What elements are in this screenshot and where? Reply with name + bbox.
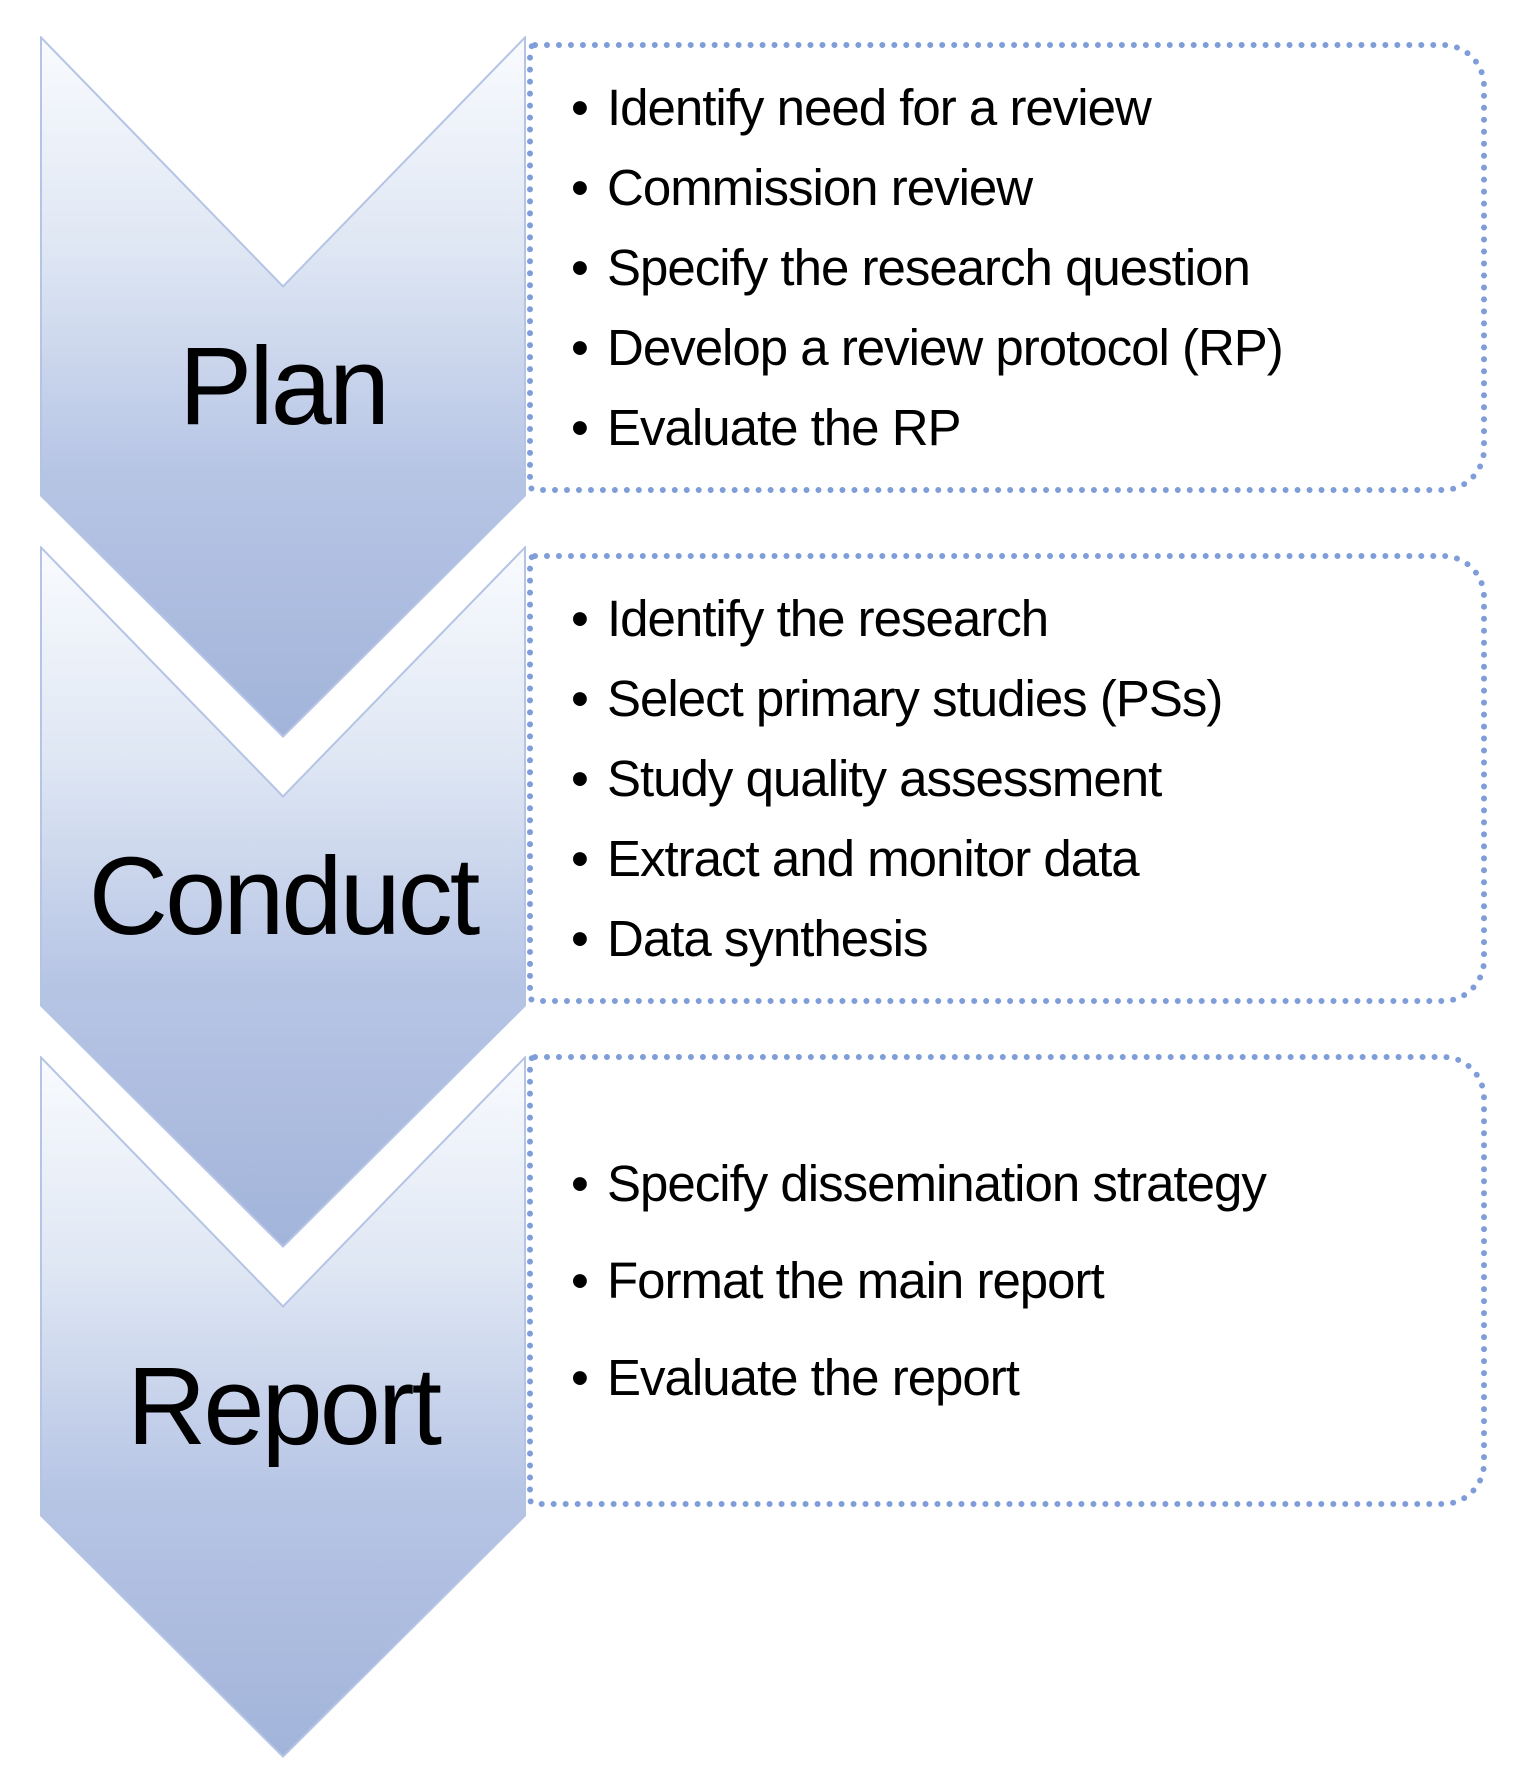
bullet-icon: • bbox=[571, 829, 589, 887]
list-item: • Specify dissemination strategy bbox=[571, 1135, 1481, 1232]
phase-label-report: Report bbox=[126, 1345, 442, 1468]
phase-label-conduct: Conduct bbox=[88, 835, 481, 958]
list-item: • Identify the research bbox=[571, 579, 1481, 659]
chevron-down-shape bbox=[40, 546, 526, 1248]
bullet-icon: • bbox=[571, 1252, 589, 1309]
bullet-text: Data synthesis bbox=[607, 909, 928, 967]
chevron-report: Report bbox=[40, 1056, 526, 1758]
bullet-text: Develop a review protocol (RP) bbox=[607, 318, 1284, 376]
list-item: • Data synthesis bbox=[571, 899, 1481, 979]
bullet-text: Identify need for a review bbox=[607, 78, 1152, 136]
chevron-down-shape bbox=[40, 1056, 526, 1758]
phase-label-plan: Plan bbox=[178, 325, 390, 448]
list-item: • Evaluate the RP bbox=[571, 388, 1481, 468]
bullet-icon: • bbox=[571, 158, 589, 216]
bullet-icon: • bbox=[571, 669, 589, 727]
list-item: • Evaluate the report bbox=[571, 1329, 1481, 1426]
list-item: • Commission review bbox=[571, 148, 1481, 228]
bullet-text: Identify the research bbox=[607, 589, 1049, 647]
bullet-icon: • bbox=[571, 909, 589, 967]
bullet-text: Specify dissemination strategy bbox=[607, 1155, 1267, 1212]
bullet-text: Extract and monitor data bbox=[607, 829, 1140, 887]
list-item: • Specify the research question bbox=[571, 228, 1481, 308]
bullet-icon: • bbox=[571, 749, 589, 807]
list-item: • Study quality assessment bbox=[571, 739, 1481, 819]
bullet-box-conduct: • Identify the research • Select primary s… bbox=[527, 553, 1487, 1004]
bullet-icon: • bbox=[571, 1155, 589, 1212]
bullet-icon: • bbox=[571, 398, 589, 456]
bullet-text: Study quality assessment bbox=[607, 749, 1162, 807]
bullet-icon: • bbox=[571, 78, 589, 136]
bullet-list-conduct: • Identify the research • Select primary s… bbox=[571, 579, 1481, 979]
bullet-text: Evaluate the RP bbox=[607, 398, 962, 456]
chevron-plan: Plan bbox=[40, 36, 526, 738]
bullet-icon: • bbox=[571, 589, 589, 647]
chevron-down-shape bbox=[40, 36, 526, 738]
bullet-icon: • bbox=[571, 318, 589, 376]
bullet-icon: • bbox=[571, 1349, 589, 1406]
list-item: • Develop a review protocol (RP) bbox=[571, 308, 1481, 388]
bullet-text: Select primary studies (PSs) bbox=[607, 669, 1223, 727]
bullet-list-report: • Specify dissemination strategy • Format … bbox=[571, 1135, 1481, 1426]
list-item: • Format the main report bbox=[571, 1232, 1481, 1329]
bullet-text: Evaluate the report bbox=[607, 1349, 1020, 1406]
bullet-icon: • bbox=[571, 238, 589, 296]
bullet-text: Commission review bbox=[607, 158, 1033, 216]
list-item: • Extract and monitor data bbox=[571, 819, 1481, 899]
list-item: • Select primary studies (PSs) bbox=[571, 659, 1481, 739]
chevron-conduct: Conduct bbox=[40, 546, 526, 1248]
bullet-list-plan: • Identify need for a review • Commission … bbox=[571, 68, 1481, 468]
bullet-box-plan: • Identify need for a review • Commission … bbox=[527, 42, 1487, 493]
list-item: • Identify need for a review bbox=[571, 68, 1481, 148]
bullet-box-report: • Specify dissemination strategy • Format … bbox=[527, 1054, 1487, 1507]
bullet-text: Specify the research question bbox=[607, 238, 1251, 296]
bullet-text: Format the main report bbox=[607, 1252, 1105, 1309]
